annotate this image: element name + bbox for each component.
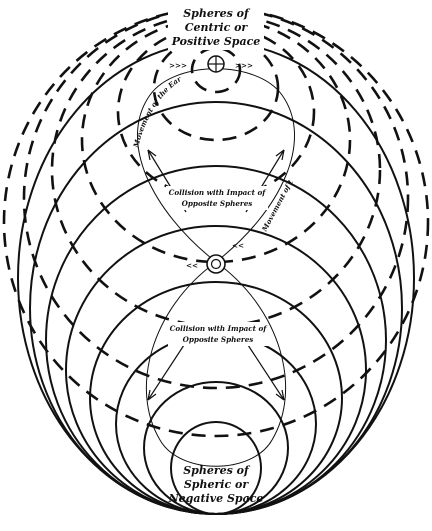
bottom-label-line3: Negative Space	[168, 492, 264, 505]
top-label-line2: Centric or	[185, 21, 249, 34]
arrow-lower-left	[147, 341, 187, 401]
dashed-sphere-1	[190, 46, 242, 94]
arrow-top-right: >>>	[235, 61, 253, 70]
figure-eight-lower-loop	[146, 261, 286, 467]
bottom-label-line1: Spheres of	[183, 464, 251, 477]
earth-symbol-icon	[207, 55, 225, 73]
top-label: Spheres of Centric or Positive Space	[168, 4, 264, 50]
dashed-sphere-2	[152, 34, 280, 142]
collision-upper-line1: Collision with Impact of	[169, 188, 268, 197]
arrow-top-left: >>>	[169, 61, 187, 70]
arrow-center-right: <<	[232, 241, 244, 250]
lower-solid-spheres	[17, 41, 415, 515]
arrow-lower-right-head	[275, 389, 285, 401]
dashed-sphere-7	[2, 6, 430, 438]
solid-sphere-8	[17, 41, 415, 515]
collision-upper-line2: Opposite Spheres	[182, 199, 253, 208]
top-label-line1: Spheres of	[183, 7, 251, 20]
collision-label-upper: Collision with Impact of Opposite Sphere…	[166, 186, 268, 210]
collision-lower-line1: Collision with Impact of	[170, 324, 269, 333]
arrow-lower-left-head	[147, 389, 157, 401]
arrow-lower-right	[245, 341, 285, 401]
bottom-label: Spheres of Spheric or Negative Space	[168, 464, 264, 505]
top-label-line3: Positive Space	[171, 35, 261, 48]
arrow-upper-right-head	[275, 149, 285, 161]
collision-lower-line2: Opposite Spheres	[183, 335, 254, 344]
arrow-center-left: <<	[186, 261, 198, 270]
sun-symbol-icon	[206, 254, 226, 274]
bottom-label-line2: Spheric or	[184, 478, 249, 491]
dashed-sphere-5	[50, 12, 382, 328]
arrow-upper-left-head	[147, 149, 157, 161]
collision-label-lower: Collision with Impact of Opposite Sphere…	[168, 322, 268, 346]
